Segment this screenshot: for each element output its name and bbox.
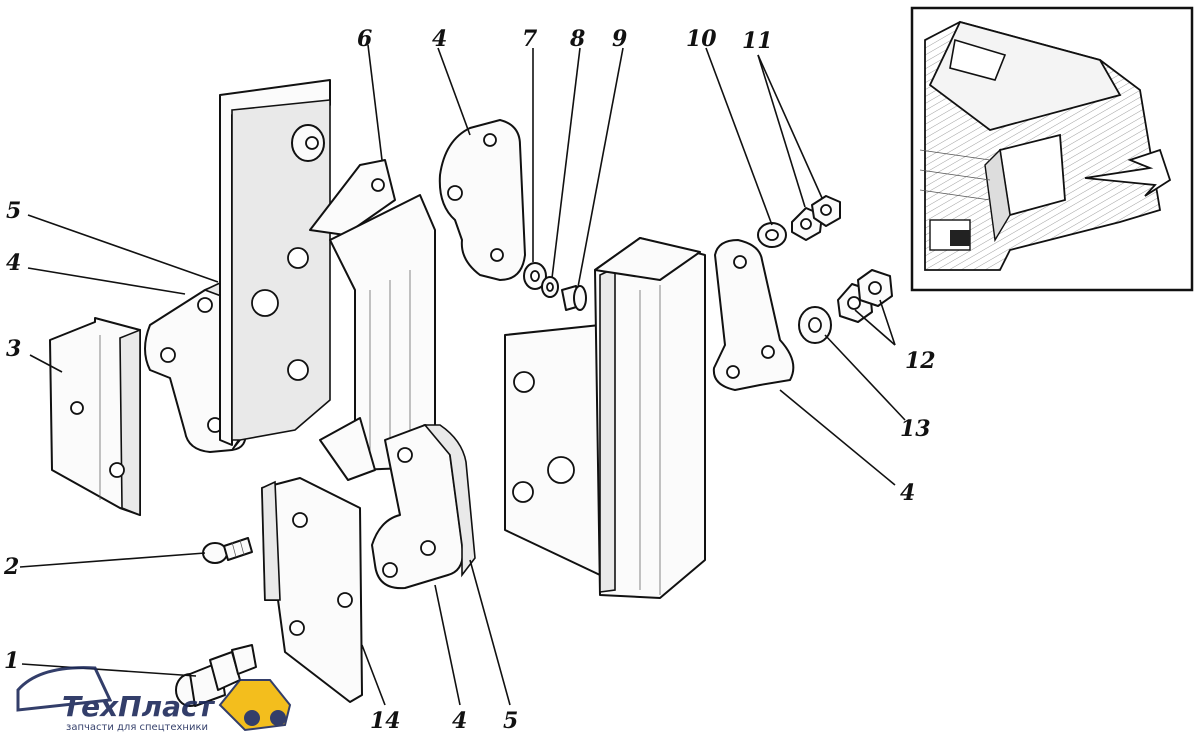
callout-labels: 1 2 3 4 4 4 4 4 5 5 5 6 7 8 9 10 11 12 1… <box>3 26 936 734</box>
brand-logo: ТехПласт запчасти для спецтехники <box>16 666 292 733</box>
location-arrow-icon <box>1084 148 1172 197</box>
callout-7: 7 <box>522 26 538 52</box>
part-hinge-arm-top <box>438 119 526 281</box>
part-bolt-small <box>202 537 253 564</box>
part-cover-plate-bottom <box>261 477 363 703</box>
callout-13: 13 <box>900 416 931 442</box>
callout-5-left: 5 <box>6 198 21 224</box>
callout-6: 6 <box>357 26 372 52</box>
part-hinge-body-left <box>219 79 436 481</box>
callout-4-right: 4 <box>900 480 915 506</box>
leader-lines <box>19 44 906 706</box>
callout-3: 3 <box>6 336 21 362</box>
callout-10: 10 <box>686 26 717 52</box>
part-stud-bolt <box>175 644 257 707</box>
part-hinge-body-right <box>504 237 706 599</box>
cab-inset-view <box>910 6 1194 292</box>
part-washer-nuts-top <box>757 195 841 248</box>
part-washers-small <box>523 262 587 311</box>
callout-1: 1 <box>4 648 19 674</box>
callout-4-top: 4 <box>432 26 447 52</box>
logo-tagline: запчасти для спецтехники <box>66 722 208 733</box>
part-hinge-plate-right <box>712 239 795 391</box>
callout-11: 11 <box>742 28 773 54</box>
part-washer-nuts-bottom <box>798 269 893 344</box>
callout-9: 9 <box>612 26 627 52</box>
part-cover-plate-left <box>49 317 141 517</box>
callout-5-bottom: 5 <box>503 708 518 734</box>
callout-2: 2 <box>3 554 19 580</box>
callout-4-left: 4 <box>6 250 21 276</box>
part-hinge-arm-bottom <box>371 424 476 590</box>
logo-brand: ТехПласт <box>62 690 216 723</box>
callout-14: 14 <box>370 708 401 734</box>
callout-4-bottom: 4 <box>452 708 467 734</box>
callout-12: 12 <box>905 348 936 374</box>
callout-8: 8 <box>569 26 585 52</box>
logo-swoosh-icon <box>16 666 113 712</box>
